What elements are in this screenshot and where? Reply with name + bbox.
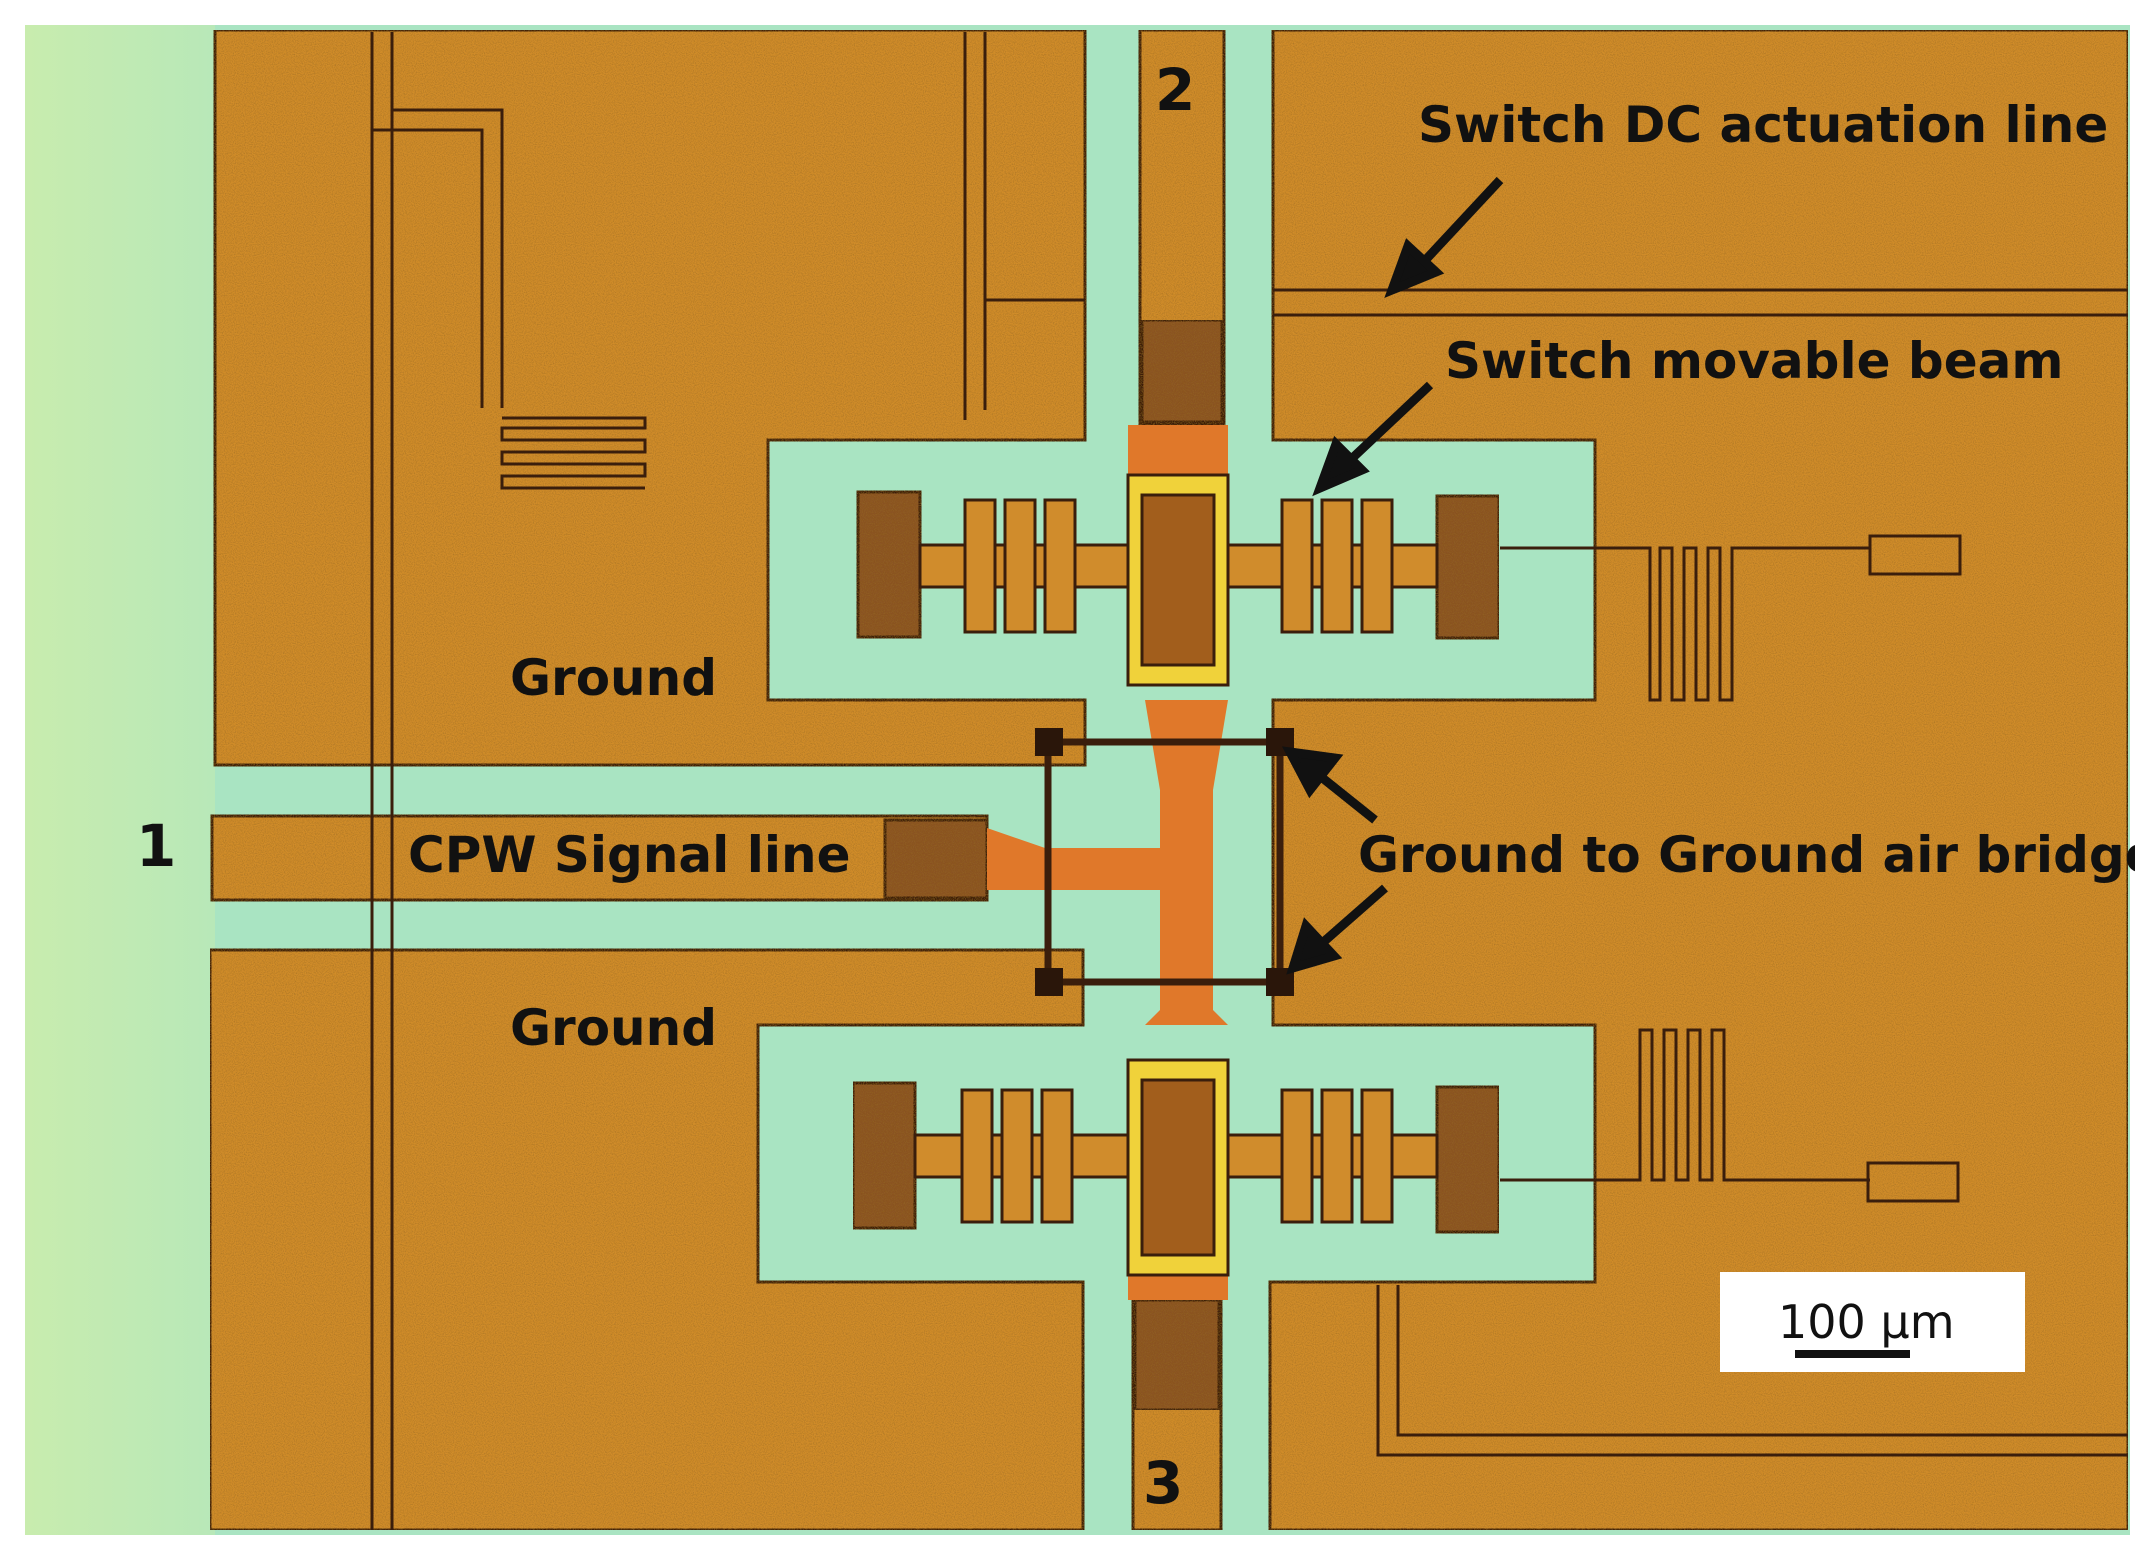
anchor-right-bottom (1435, 1085, 1501, 1234)
scale-bar: 100 µm (1720, 1272, 2025, 1372)
bias-lines (370, 32, 2128, 1530)
ground-plane-top-right (1268, 28, 2130, 1532)
anchor-left-bottom (851, 1081, 917, 1230)
anchor-right-top (1435, 494, 1501, 640)
air-bridge-label: Ground to Ground air bridge (1358, 826, 2135, 884)
switch-beam-bottom (913, 1058, 1439, 1277)
scale-bar-line (1795, 1350, 1910, 1358)
arrow-dc-line (1414, 176, 1504, 272)
bottom-strip-pad (1133, 1298, 1221, 1412)
substrate-left-edge (25, 25, 215, 1535)
signal-line-pad (883, 818, 989, 900)
movable-beam-label: Switch movable beam (1445, 332, 2063, 390)
ground-top-label: Ground (510, 649, 717, 707)
air-bridge-posts (1035, 728, 1294, 996)
annotation-arrows (1281, 176, 1504, 975)
arrow-movable-beam (1341, 381, 1434, 469)
arrow-air-bridge-bottom (1317, 884, 1388, 949)
cpw-signal-line (210, 814, 989, 902)
dark-pads (851, 318, 1501, 1412)
meander-resistor-right-top (1500, 534, 1962, 702)
port-1-label: 1 (136, 812, 176, 880)
top-strip-pad (1140, 318, 1224, 424)
scale-bar-text: 100 µm (1778, 1295, 1955, 1349)
arrow-air-bridge-top (1312, 768, 1378, 824)
dc-actuation-line-label: Switch DC actuation line (1418, 96, 2108, 154)
port-2-label: 2 (1155, 56, 1195, 124)
meander-resistor-left (500, 416, 647, 490)
switch-beam-top (918, 473, 1439, 687)
ground-plane-top-left (213, 28, 1087, 767)
air-bridge (1044, 738, 1284, 986)
anchor-left-top (856, 490, 922, 639)
ground-bottom-label: Ground (510, 999, 717, 1057)
cpw-signal-line-label: CPW Signal line (408, 826, 851, 884)
ground-plane-bottom-left (208, 948, 1085, 1532)
metal-layer (208, 28, 2130, 1532)
meander-resistor-right-bottom (1500, 1028, 1960, 1203)
port-3-label: 3 (1143, 1449, 1183, 1517)
